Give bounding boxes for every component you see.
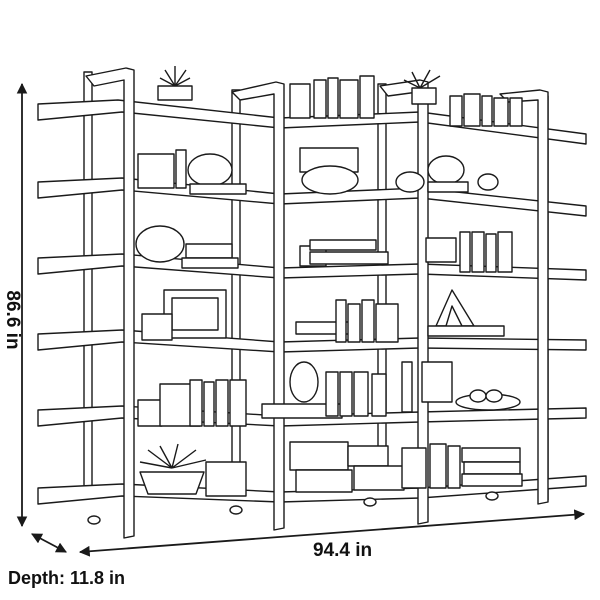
depth-label: Depth: 11.8 in (8, 568, 126, 588)
height-label: 86.6 in (2, 290, 23, 350)
width-label: 94.4 in (313, 540, 373, 561)
decor-bottom (139, 441, 523, 497)
depth-dimension-line (31, 533, 67, 553)
decor-third (135, 225, 513, 273)
decor-fifth (137, 361, 521, 427)
decor-top (157, 66, 523, 127)
back-frame (83, 71, 549, 501)
decor-fourth (141, 289, 505, 343)
dimension-lines (16, 82, 586, 557)
bookshelf-unit (37, 66, 587, 539)
decor-second (137, 147, 499, 195)
width-dimension-line (78, 509, 586, 557)
